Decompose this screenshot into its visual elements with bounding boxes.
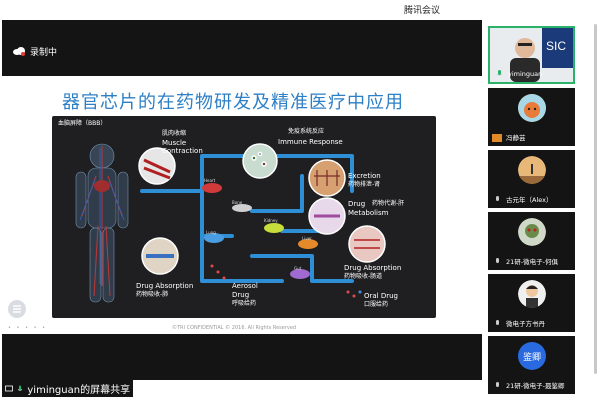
participant-name: yiminguan (508, 70, 543, 78)
sidebar-scrollbar[interactable] (594, 24, 597, 374)
participant-name: 21研-微电子-聂鉴卿 (506, 382, 565, 390)
participant-tile-3[interactable]: 古元年（Alex） (488, 150, 575, 208)
participant-name: 微电子方书丹 (506, 320, 545, 328)
liver-chip-label: Liver (302, 236, 312, 241)
participant-tile-1[interactable]: SIC yiminguan (488, 26, 575, 84)
excretion-cn-label: 药物排泄-肾 (348, 181, 381, 188)
muscle-cn-label: 肌肉收缩 (162, 130, 187, 137)
oral-drug-en-label: Oral Drug (364, 292, 398, 300)
bone-chip-label: Bone (232, 200, 243, 205)
excretion-en-label: Excretion (348, 172, 381, 180)
diagram-graphics (75, 143, 386, 303)
aerosol-cn-label: 呼吸给药 (232, 300, 257, 307)
heart-chip-label: Heart (204, 178, 216, 183)
mic-icon (17, 385, 23, 391)
mic-icon (496, 196, 499, 201)
drug-absorption-left-cn: 药物吸收-肺 (136, 291, 169, 298)
avatar (518, 156, 546, 184)
bbb-label: 血脑屏障（BBB） (58, 120, 107, 127)
recording-label: 录制中 (30, 47, 58, 58)
avatar-image (518, 94, 546, 122)
participant-tile-4[interactable]: 21研-微电子-何俱 (488, 212, 575, 270)
human-body-figure (75, 143, 129, 303)
avatar (518, 94, 546, 122)
slide-dots: • • • • • (8, 325, 48, 331)
screen-icon (5, 385, 13, 391)
metabolism-en-label-1: Drug (348, 200, 366, 208)
aerosol-en-label-2: Drug (232, 291, 250, 299)
avatar (518, 280, 546, 308)
participant-tile-6[interactable]: 鉴卿 21研-微电子-聂鉴卿 (488, 336, 575, 394)
avatar-image (518, 218, 546, 246)
svg-text:SIC: SIC (546, 39, 566, 53)
organ-chips (202, 183, 318, 279)
mic-icon (496, 320, 499, 325)
muscle-en-label-1: Muscle (162, 139, 187, 147)
participant-tile-5[interactable]: 微电子方书丹 (488, 274, 575, 332)
gut-chip-label: Gut (294, 266, 302, 271)
immune-en-label: Immune Response (278, 138, 343, 146)
metabolism-en-label-2: Metabolism (348, 209, 389, 217)
magnifier-circles (138, 143, 386, 275)
slide-list-icon[interactable] (8, 300, 26, 318)
slide-footer: ©TRI CONFIDENTIAL © 2016. All Rights Res… (172, 325, 297, 331)
share-top-band: 录制中 (2, 20, 482, 76)
muscle-en-label-2: Contraction (162, 147, 203, 155)
title-bar: 腾讯会议 (0, 0, 600, 18)
screen-share-label: yiminguan的屏幕共享 (2, 379, 134, 397)
participant-name: 21研-微电子-何俱 (506, 258, 558, 266)
avatar-image (518, 280, 546, 308)
drug-absorption-right-cn: 药物吸收-肠道 (344, 273, 383, 280)
participant-name: 冯静芸 (506, 134, 526, 142)
slide-title: 器官芯片的在药物研发及精准医疗中应用 (62, 92, 404, 113)
mic-icon (496, 382, 499, 387)
drug-dots (210, 264, 362, 298)
share-bottom-band (2, 334, 482, 380)
share-label-name: yiminguan的屏幕共享 (27, 384, 131, 396)
avatar-image (518, 156, 546, 184)
cloud-record-icon (13, 47, 25, 56)
list-icon (13, 305, 21, 313)
drug-absorption-right-en: Drug Absorption (344, 264, 402, 272)
avatar: 鉴卿 (518, 342, 546, 370)
metabolism-cn-label: 药物代谢-肝 (372, 200, 405, 207)
lung-chip-label: Lung (206, 230, 216, 235)
recording-indicator[interactable]: 录制中 (12, 44, 57, 58)
screen-share-area[interactable]: 录制中 器官芯片的在药物研发及精准医疗中应用 (2, 20, 482, 380)
kidney-chip-label: Kidney (264, 218, 278, 223)
mic-muted-icon (492, 134, 502, 142)
oral-drug-cn-label: 口服给药 (364, 301, 389, 308)
app-title: 腾讯会议 (404, 6, 441, 16)
aerosol-en-label-1: Aerosol (232, 282, 258, 290)
participant-name: 古元年（Alex） (506, 196, 553, 204)
avatar (518, 218, 546, 246)
drug-absorption-left-en: Drug Absorption (136, 282, 194, 290)
organ-on-chip-diagram: 血脑屏障（BBB） 肌肉收缩 Muscle Contraction 免疫系统反应… (52, 116, 436, 318)
participant-tile-2[interactable]: 冯静芸 (488, 88, 575, 146)
participant-video: SIC (490, 28, 573, 82)
mic-icon (496, 258, 499, 263)
avatar-initials: 鉴卿 (522, 352, 541, 363)
participant-sidebar[interactable]: SIC yiminguan 冯静芸 (484, 20, 600, 400)
mic-on-icon (496, 70, 503, 76)
presentation-slide: 器官芯片的在药物研发及精准医疗中应用 (2, 76, 482, 334)
immune-cn-label: 免疫系统反应 (288, 128, 325, 135)
